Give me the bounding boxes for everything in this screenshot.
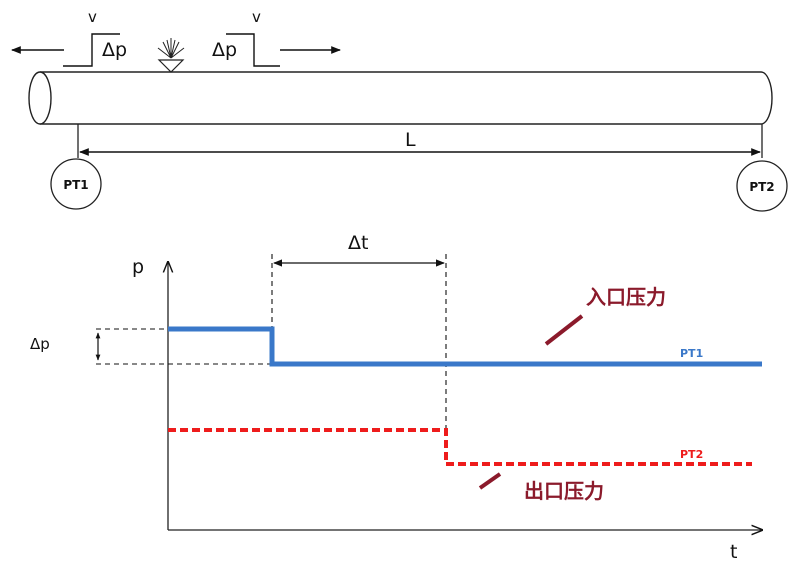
wave-right: v Δp [212, 8, 341, 67]
dt-dimension: Δt [271, 232, 447, 430]
pipeline [28, 71, 773, 125]
pipe-body [40, 71, 761, 125]
inlet-pressure-label: 入口压力 [586, 285, 666, 309]
sensor-pt1: PT1 [50, 158, 102, 210]
v-right-label: v [252, 8, 261, 26]
graph-axes: p t [132, 256, 762, 563]
distance-label: L [405, 129, 416, 151]
sensor-pt2-label: PT2 [749, 180, 774, 194]
outlet-pressure-label: 出口压力 [524, 479, 604, 503]
dp-dimension: Δp [30, 328, 272, 365]
pt2-pressure-line [168, 428, 752, 466]
leak-icon [157, 38, 185, 73]
sensor-pt2: PT2 [736, 160, 788, 212]
wave-left: v Δp [11, 8, 127, 67]
dp-left-label: Δp [102, 39, 127, 61]
y-axis-label: p [132, 256, 144, 278]
distance-dimension: L [77, 124, 763, 158]
inlet-annotation: 入口压力 [544, 285, 666, 346]
dp-right-label: Δp [212, 39, 237, 61]
pt2-series-label: PT2 [680, 448, 703, 461]
dt-dimension-label: Δt [348, 232, 368, 254]
outlet-pointer [478, 472, 502, 490]
pipe-left-end [28, 71, 52, 125]
dp-dimension-label: Δp [30, 335, 50, 353]
inlet-pointer [544, 314, 584, 346]
sensor-pt1-label: PT1 [63, 178, 88, 192]
pipe-right-end [760, 71, 773, 125]
v-left-label: v [88, 8, 97, 26]
x-axis-label: t [730, 541, 737, 563]
left-pressure-step [63, 33, 120, 67]
pt1-series-label: PT1 [680, 347, 703, 360]
right-pressure-step [226, 33, 280, 67]
outlet-annotation: 出口压力 [478, 472, 604, 503]
pt1-pressure-line [168, 326, 762, 367]
